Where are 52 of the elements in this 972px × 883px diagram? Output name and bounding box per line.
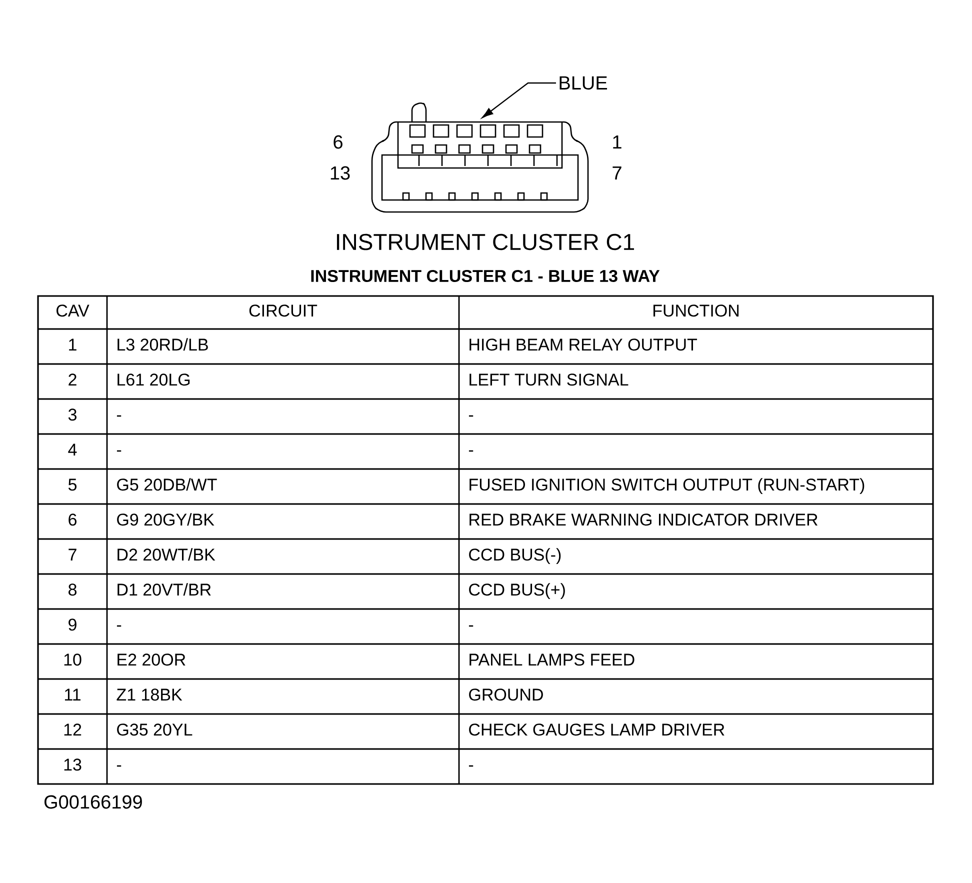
- table-cell: G35 20YL: [117, 724, 192, 736]
- table-cell: D1 20VT/BR: [118, 583, 211, 596]
- column-header: CIRCUIT: [249, 304, 318, 317]
- table-cell: CCD BUS(+): [469, 583, 565, 599]
- table-title: INSTRUMENT CLUSTER C1 - BLUE 13 WAY: [311, 270, 660, 282]
- row-number: 9: [68, 618, 76, 631]
- connector-drawing: [371, 102, 589, 213]
- connector-color-label: BLUE: [560, 76, 608, 90]
- pin-number: 7: [612, 166, 622, 180]
- table-cell: -: [468, 450, 474, 452]
- table-cell: CHECK GAUGES LAMP DRIVER: [469, 724, 724, 736]
- table-cell: -: [468, 765, 474, 767]
- pin-number: 1: [613, 135, 622, 149]
- table-cell: -: [468, 415, 474, 417]
- table-cell: Z1 18BK: [116, 688, 182, 701]
- row-number: 7: [68, 548, 76, 560]
- figure-id: G00166199: [44, 795, 142, 809]
- table-cell: -: [116, 450, 122, 452]
- pin-number: 13: [330, 166, 350, 180]
- row-number: 1: [69, 338, 76, 350]
- table-cell: CCD BUS(-): [469, 548, 561, 564]
- row-number: 4: [68, 444, 77, 456]
- table-cell: FUSED IGNITION SWITCH OUTPUT (RUN-START): [470, 478, 864, 494]
- table-cell: -: [116, 415, 122, 417]
- table-cell: RED BRAKE WARNING INDICATOR DRIVER: [470, 514, 818, 526]
- table-cell: G5 20DB/WT: [117, 478, 217, 491]
- pin-number: 6: [334, 135, 342, 149]
- row-number: 2: [68, 374, 76, 386]
- row-number: 6: [68, 514, 76, 526]
- column-header: FUNCTION: [654, 304, 739, 317]
- table-cell: D2 20WT/BK: [118, 548, 216, 561]
- table-cell: GROUND: [469, 688, 543, 701]
- row-number: 5: [68, 478, 77, 491]
- column-header: CAV: [56, 304, 90, 317]
- table-cell: LEFT TURN SIGNAL: [470, 374, 628, 386]
- row-number: 12: [64, 724, 82, 736]
- table-cell: -: [468, 625, 474, 627]
- table-cell: HIGH BEAM RELAY OUTPUT: [470, 338, 698, 351]
- table-cell: L61 20LG: [118, 374, 190, 386]
- table-cell: PANEL LAMPS FEED: [470, 654, 634, 666]
- table-cell: L3 20RD/LB: [118, 338, 208, 351]
- table-cell: G9 20GY/BK: [117, 513, 214, 526]
- leader-line: [482, 82, 556, 118]
- row-number: 8: [68, 584, 76, 596]
- table-cell: -: [116, 765, 122, 767]
- connector-name: INSTRUMENT CLUSTER C1: [336, 234, 634, 250]
- row-number: 3: [68, 408, 76, 421]
- row-number: 10: [64, 654, 82, 666]
- table-cell: -: [116, 625, 122, 627]
- row-number: 11: [64, 688, 80, 700]
- row-number: 13: [64, 758, 82, 771]
- table-cell: E2 20OR: [118, 654, 186, 666]
